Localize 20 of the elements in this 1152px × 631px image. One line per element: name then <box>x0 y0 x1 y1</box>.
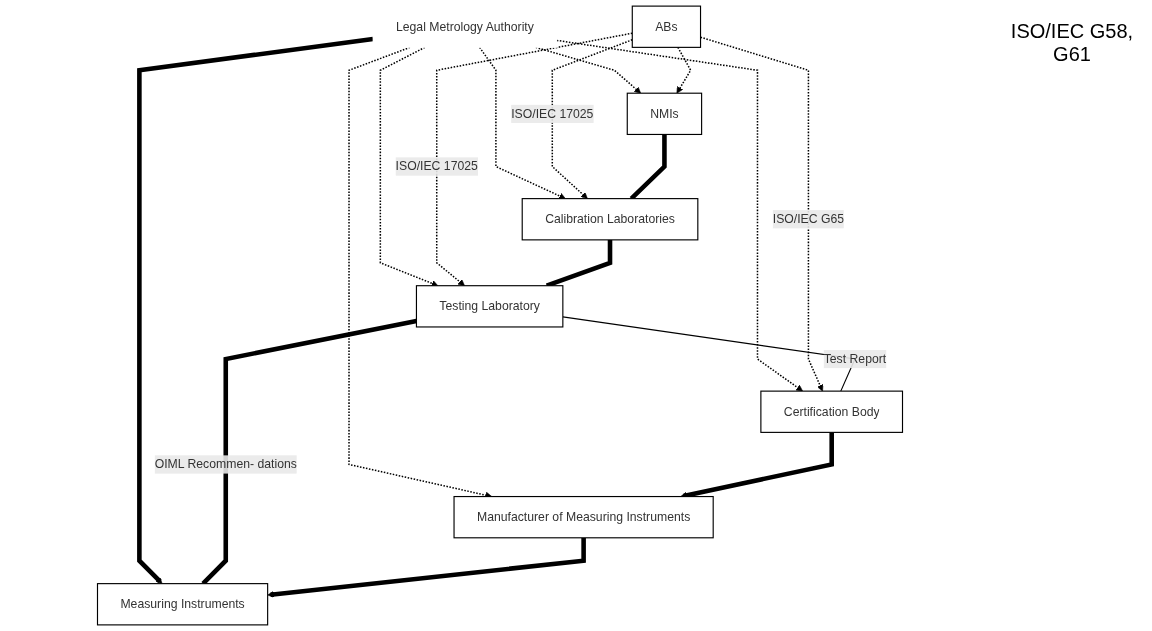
node-box: Measuring Instruments <box>96 583 269 626</box>
edge-label: ISO/IEC 17025 <box>395 159 478 173</box>
edge-label: ISO/IEC G65 <box>772 212 845 226</box>
edge-label: OIML Recommen- dations <box>154 457 297 471</box>
arrow <box>478 46 566 200</box>
node-box: ABs <box>631 5 702 48</box>
standard-label: ISO/IEC G58, G61 <box>1009 20 1135 66</box>
node-box: Certification Body <box>760 390 904 433</box>
arrow <box>267 537 586 598</box>
arrow <box>379 46 439 287</box>
node-box: NMIs <box>626 92 703 136</box>
arrow <box>676 46 692 94</box>
arrow <box>556 39 803 392</box>
node-box: Testing Laboratory <box>415 285 564 328</box>
arrow <box>137 36 374 584</box>
edge-label: ISO/IEC 17025 <box>511 106 594 120</box>
node-box: Calibration Laboratories <box>521 198 699 241</box>
node-box: Manufacturer of Measuring Instruments <box>453 495 714 539</box>
node-text: Legal Metrology Authority <box>395 19 534 33</box>
edge-label: Test Report <box>823 352 887 366</box>
